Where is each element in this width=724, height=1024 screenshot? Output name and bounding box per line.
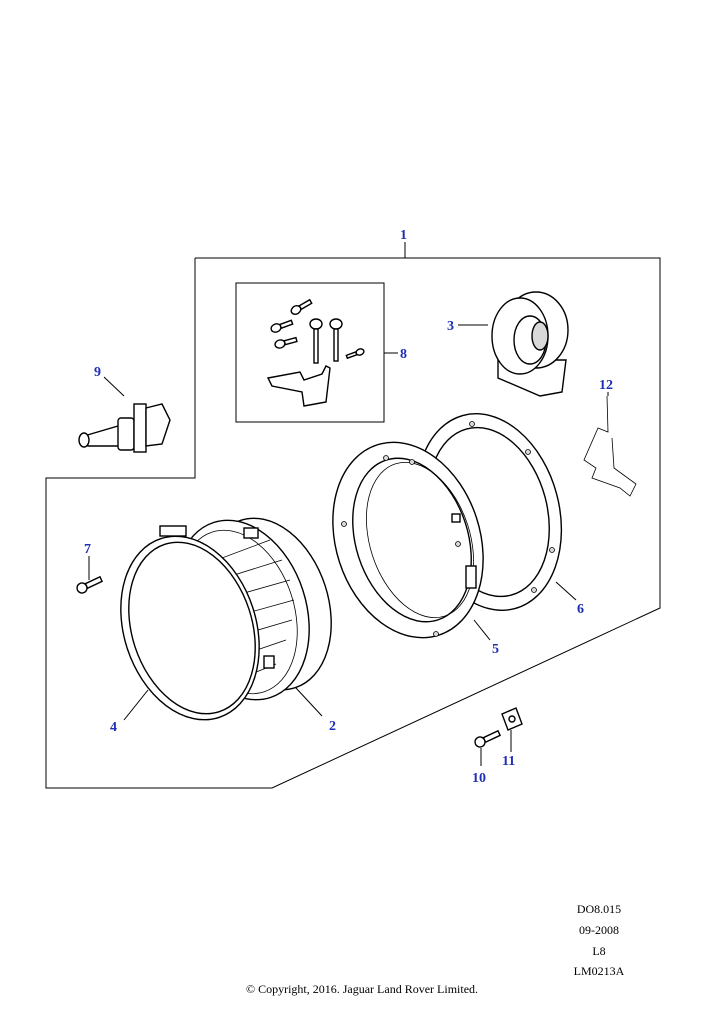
callout-9: 9: [94, 365, 101, 380]
retaining-rim: [120, 535, 260, 721]
leader-9: [103, 376, 125, 397]
callout-8: 8: [400, 347, 407, 362]
callout-7: 7: [84, 542, 91, 557]
callout-5: 5: [492, 642, 499, 657]
callout-10: 10: [472, 771, 486, 786]
assembly-boundary: [45, 257, 661, 789]
drawing-number: LM0213A: [573, 964, 625, 978]
adjuster-bracket: [266, 365, 331, 407]
spring-clip: [583, 395, 637, 497]
leader-4: [123, 689, 149, 721]
leader-5: [473, 619, 491, 641]
callout-3: 3: [447, 319, 454, 334]
fixing-screw: [474, 729, 502, 748]
mounting-ring: [332, 441, 484, 639]
leader-6: [555, 581, 577, 601]
fixing-kit-screws: [266, 298, 365, 407]
callout-11: 11: [502, 754, 515, 769]
rim-screw: [76, 575, 104, 594]
reference-code: DO8.015: [576, 902, 622, 916]
headlamp-bowl: [491, 291, 569, 397]
speed-nut: [501, 707, 523, 731]
reference-level: L8: [592, 944, 606, 958]
reference-date: 09-2008: [579, 923, 619, 937]
callout-6: 6: [577, 602, 584, 617]
callout-2: 2: [329, 719, 336, 734]
leader-2: [295, 687, 323, 717]
callout-12: 12: [599, 378, 613, 393]
callout-1: 1: [400, 228, 407, 243]
callout-4: 4: [110, 720, 117, 735]
copyright-notice: © Copyright, 2016. Jaguar Land Rover Lim…: [245, 982, 479, 996]
halogen-bulb: [78, 403, 171, 453]
